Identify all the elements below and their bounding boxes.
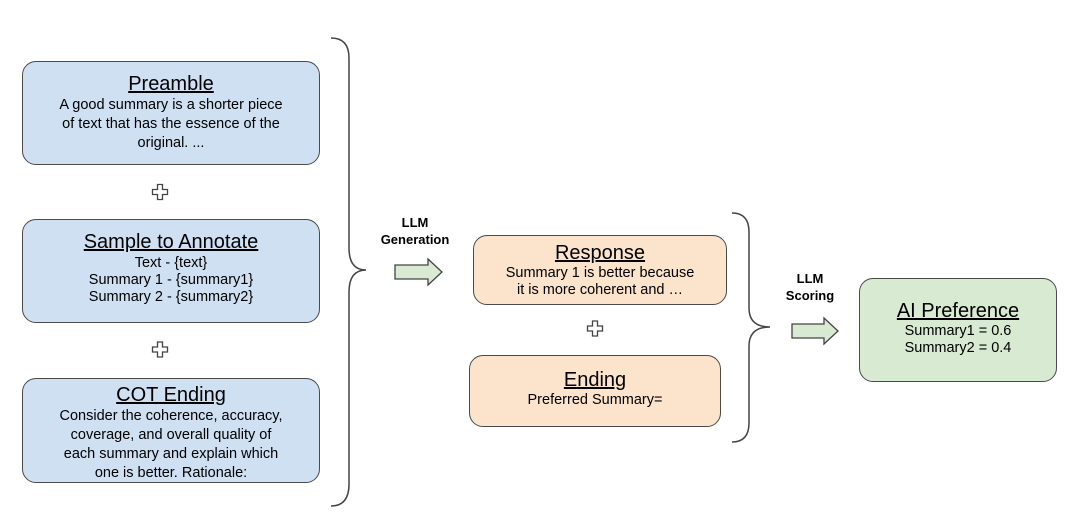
ending-body: Preferred Summary= — [527, 392, 663, 408]
brace-icon — [731, 212, 771, 443]
sample-body: Text - {text} Summary 1 - {summary1} Sum… — [88, 255, 254, 305]
plus-icon — [586, 320, 604, 337]
brace-icon — [330, 37, 367, 507]
preamble-body: A good summary is a shorter piece of tex… — [59, 97, 283, 151]
sample-box: Sample to Annotate Text - {text} Summary… — [22, 219, 320, 323]
ai-preference-title: AI Preference — [896, 300, 1020, 322]
cot-ending-body: Consider the coherence, accuracy, covera… — [59, 408, 283, 481]
preamble-title: Preamble — [128, 73, 214, 95]
arrow-right-icon — [791, 316, 839, 346]
cot-ending-box: COT Ending Consider the coherence, accur… — [22, 378, 320, 483]
ai-preference-box: AI Preference Summary1 = 0.6 Summary2 = … — [859, 278, 1057, 382]
response-body: Summary 1 is better because it is more c… — [505, 265, 695, 298]
llm-scoring-label: LLM Scoring — [785, 271, 835, 303]
response-box: Response Summary 1 is better because it … — [473, 235, 727, 305]
ending-title: Ending — [563, 369, 627, 391]
preamble-box: Preamble A good summary is a shorter pie… — [22, 61, 320, 165]
plus-icon — [151, 341, 169, 358]
cot-ending-title: COT Ending — [116, 384, 226, 406]
sample-title: Sample to Annotate — [83, 231, 259, 253]
response-title: Response — [554, 242, 646, 264]
arrow-right-icon — [394, 257, 443, 287]
plus-icon — [151, 183, 169, 201]
llm-generation-label: LLM Generation — [380, 215, 450, 247]
ending-box: Ending Preferred Summary= — [469, 355, 721, 427]
ai-preference-body: Summary1 = 0.6 Summary2 = 0.4 — [904, 323, 1012, 356]
